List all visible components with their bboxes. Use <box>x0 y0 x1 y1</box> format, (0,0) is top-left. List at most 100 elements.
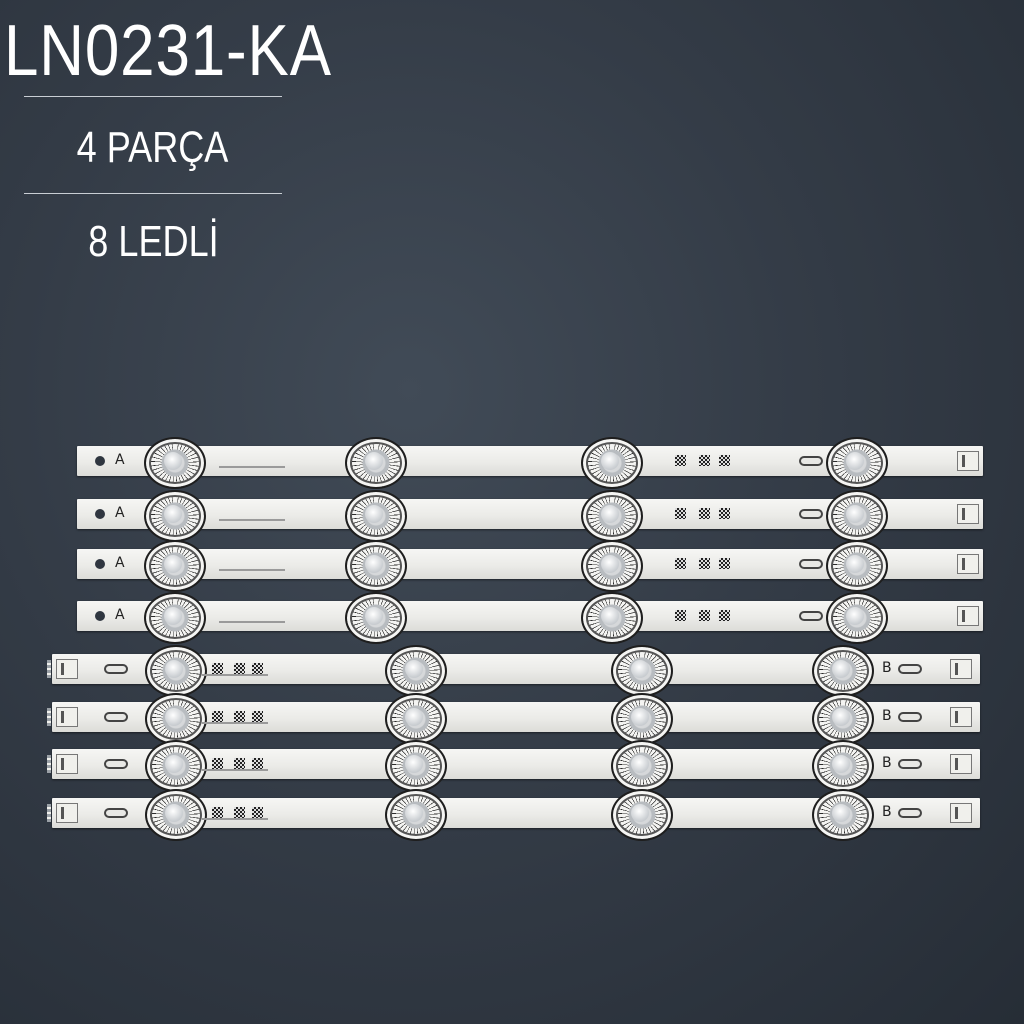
led-strip-b: B <box>47 645 980 697</box>
led-strip-a: A <box>77 437 983 489</box>
led-lens <box>812 789 874 841</box>
print-mark <box>202 769 268 771</box>
connector-pins <box>47 804 51 822</box>
mount-slot <box>799 559 823 569</box>
led-lens <box>826 490 888 542</box>
strip-label-a: A <box>115 607 125 623</box>
barcode <box>719 610 730 621</box>
led-lens <box>345 592 407 644</box>
barcode <box>675 610 686 621</box>
barcode <box>699 558 710 569</box>
connector <box>950 754 972 774</box>
led-lens <box>581 540 643 592</box>
led-lens <box>611 645 673 697</box>
led-lens <box>812 645 874 697</box>
strip-label-b: B <box>882 755 892 771</box>
led-lens <box>144 490 206 542</box>
pieces-label: 4 PARÇA <box>24 122 282 174</box>
connector <box>950 707 972 727</box>
mount-slot <box>898 759 922 769</box>
barcode <box>719 455 730 466</box>
mount-slot <box>799 456 823 466</box>
leds-text: 8 LEDLİ <box>87 217 219 266</box>
led-strip-a: A <box>77 490 983 542</box>
led-lens <box>345 540 407 592</box>
led-lens <box>145 645 207 697</box>
title-divider-bottom <box>24 193 282 194</box>
print-mark <box>219 466 285 468</box>
barcode <box>212 758 223 769</box>
strip-label-b: B <box>882 708 892 724</box>
barcode <box>234 758 245 769</box>
led-lens <box>812 693 874 745</box>
connector <box>957 451 979 471</box>
print-mark <box>219 621 285 623</box>
print-mark <box>219 569 285 571</box>
barcode <box>699 508 710 519</box>
barcode <box>212 663 223 674</box>
print-mark <box>202 674 268 676</box>
connector <box>56 803 78 823</box>
led-lens <box>581 490 643 542</box>
barcode <box>212 807 223 818</box>
connector <box>957 554 979 574</box>
led-strip-b: B <box>47 789 980 841</box>
print-mark <box>202 722 268 724</box>
barcode <box>252 758 263 769</box>
mount-slot <box>104 759 128 769</box>
print-mark <box>202 818 268 820</box>
mount-slot <box>104 808 128 818</box>
mount-hole <box>95 456 105 466</box>
mount-hole <box>95 559 105 569</box>
barcode <box>234 711 245 722</box>
led-lens <box>826 540 888 592</box>
barcode <box>252 807 263 818</box>
title-divider-top <box>24 96 282 97</box>
led-lens <box>144 437 206 489</box>
led-lens <box>385 740 447 792</box>
strip-label-a: A <box>115 555 125 571</box>
barcode <box>719 558 730 569</box>
led-strip-a: A <box>77 592 983 644</box>
mount-slot <box>104 712 128 722</box>
mount-slot <box>799 611 823 621</box>
connector <box>957 606 979 626</box>
mount-slot <box>799 509 823 519</box>
barcode <box>252 663 263 674</box>
led-lens <box>144 540 206 592</box>
led-lens <box>826 592 888 644</box>
barcode <box>699 610 710 621</box>
strip-label-b: B <box>882 804 892 820</box>
barcode <box>699 455 710 466</box>
led-lens <box>385 693 447 745</box>
barcode <box>212 711 223 722</box>
mount-hole <box>95 611 105 621</box>
led-lens <box>144 592 206 644</box>
mount-hole <box>95 509 105 519</box>
connector-pins <box>47 708 51 726</box>
mount-slot <box>898 664 922 674</box>
led-lens <box>385 645 447 697</box>
connector-pins <box>47 660 51 678</box>
mount-slot <box>898 808 922 818</box>
led-lens <box>611 740 673 792</box>
leds-label: 8 LEDLİ <box>24 216 282 268</box>
barcode <box>234 663 245 674</box>
led-lens <box>826 437 888 489</box>
connector <box>950 659 972 679</box>
barcode <box>234 807 245 818</box>
product-title: LN0231-KA <box>4 11 332 91</box>
pieces-text: 4 PARÇA <box>77 123 229 172</box>
connector <box>56 754 78 774</box>
strip-label-b: B <box>882 660 892 676</box>
connector <box>56 659 78 679</box>
mount-slot <box>104 664 128 674</box>
led-lens <box>581 592 643 644</box>
led-strip-b: B <box>47 740 980 792</box>
connector <box>56 707 78 727</box>
barcode <box>719 508 730 519</box>
led-strip-a: A <box>77 540 983 592</box>
barcode <box>675 455 686 466</box>
led-lens <box>145 740 207 792</box>
connector <box>950 803 972 823</box>
